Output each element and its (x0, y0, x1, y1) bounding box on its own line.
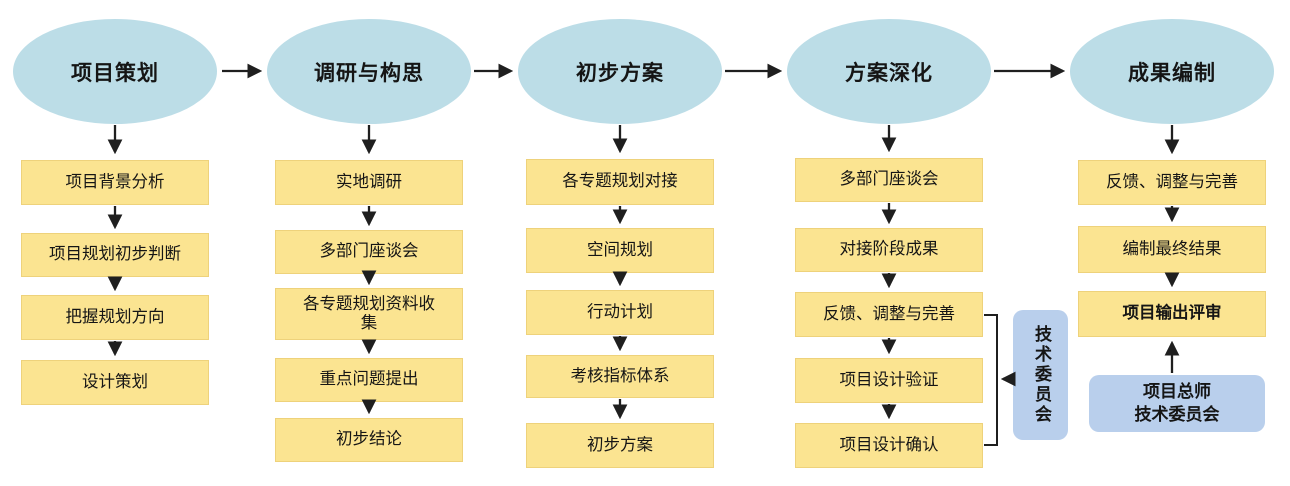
flow-step: 反馈、调整与完善 (1078, 160, 1266, 205)
flow-step: 编制最终结果 (1078, 226, 1266, 273)
flow-step-project-output-review: 项目输出评审 (1078, 291, 1266, 337)
phase-ellipse-project-planning: 项目策划 (13, 19, 217, 124)
technical-committee-box: 技术委员会 (1013, 310, 1068, 440)
flow-step: 项目设计确认 (795, 423, 983, 468)
flow-step: 对接阶段成果 (795, 228, 983, 272)
flow-step: 初步结论 (275, 418, 463, 462)
phase-ellipse-research-concept: 调研与构思 (267, 19, 471, 124)
flow-step: 各专题规划资料收 集 (275, 288, 463, 340)
phase-ellipse-preliminary-plan: 初步方案 (518, 19, 722, 124)
flow-step: 考核指标体系 (526, 355, 714, 398)
flow-step: 行动计划 (526, 290, 714, 335)
flow-step: 项目规划初步判断 (21, 233, 209, 277)
flow-step: 项目背景分析 (21, 160, 209, 205)
flow-step: 项目设计验证 (795, 358, 983, 403)
flow-step: 空间规划 (526, 228, 714, 273)
flow-step: 各专题规划对接 (526, 159, 714, 205)
flow-step: 设计策划 (21, 360, 209, 405)
flow-step: 把握规划方向 (21, 295, 209, 340)
chief-committee-box: 项目总师 技术委员会 (1089, 375, 1265, 432)
flow-step: 反馈、调整与完善 (795, 292, 983, 337)
flow-step: 初步方案 (526, 423, 714, 468)
flow-step: 多部门座谈会 (795, 158, 983, 202)
phase-ellipse-plan-deepening: 方案深化 (787, 19, 991, 124)
flow-step: 实地调研 (275, 160, 463, 205)
committee-bracket (984, 314, 998, 446)
flow-step: 多部门座谈会 (275, 230, 463, 274)
phase-ellipse-result-compilation: 成果编制 (1070, 19, 1274, 124)
flow-step: 重点问题提出 (275, 358, 463, 402)
